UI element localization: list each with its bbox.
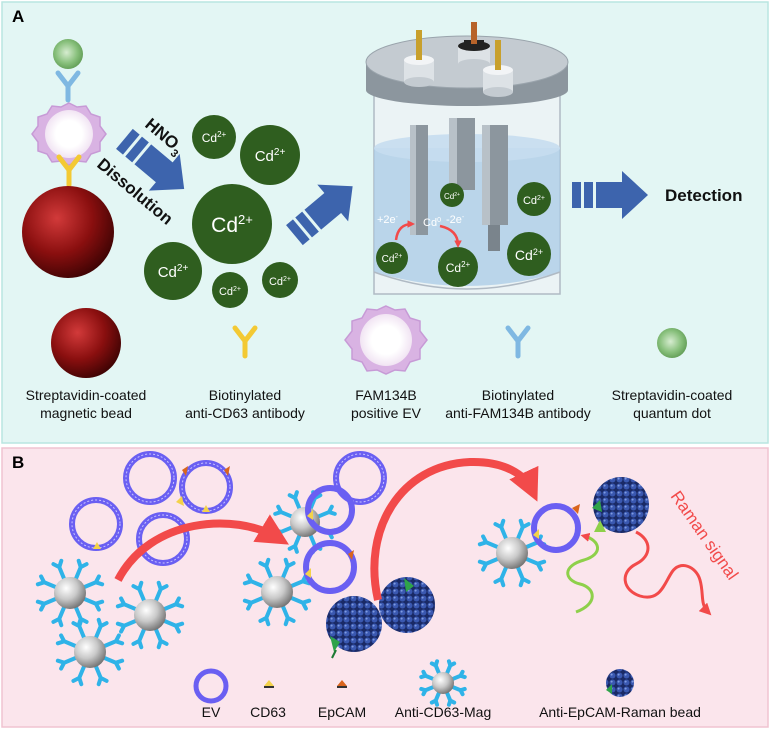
legend-cd63-icon [264, 680, 274, 688]
ev-ring [303, 540, 357, 594]
label-arrow [370, 457, 539, 601]
excitation-wave-head [594, 520, 606, 532]
transfer-arrow [286, 184, 353, 246]
cd-ion: Cd2+ [262, 262, 298, 298]
svg-text:Cd2+: Cd2+ [446, 260, 471, 275]
raman-wave [623, 530, 712, 616]
electron-loss-label: -2e- [446, 214, 465, 226]
magnetic-bead-icon [22, 186, 114, 278]
svg-text:Cd2+: Cd2+ [158, 263, 189, 281]
quantum-dot-icon [53, 39, 83, 69]
raman-tag [592, 500, 602, 512]
anti-cd63-mag-bead [242, 557, 312, 627]
cd-ion: Cd2+ [507, 232, 551, 276]
cd63-marker [307, 510, 313, 520]
legend-epcam-icon [337, 680, 347, 688]
final-complex-ev [531, 503, 581, 553]
raman-tag [330, 636, 340, 659]
dissolution-arrow [116, 128, 185, 191]
cd-ion: Cd2+ [240, 125, 300, 185]
anti-cd63-mag-bead [115, 580, 185, 650]
sandwich-complex [22, 39, 114, 278]
ev-ring [305, 485, 355, 535]
ev-icon [31, 102, 107, 166]
legend-ev-icon [344, 305, 428, 375]
cd-ion: Cd2+ [376, 242, 408, 274]
epcam-marker [224, 466, 230, 476]
cd-ion-cluster: Cd2+ Cd2+ Cd2+ Cd2+ Cd2+ Cd2+ [144, 115, 300, 308]
oxidation-arrow [439, 224, 462, 248]
cd-ion: Cd2+ [517, 182, 551, 216]
detection-arrow [572, 171, 648, 219]
epcam-marker [348, 550, 354, 560]
electron-gain-label: +2e- [377, 214, 399, 226]
svg-text:Cd2+: Cd2+ [219, 286, 241, 298]
cd-ion: Cd2+ [440, 183, 464, 207]
panel-b-label: B [12, 453, 24, 472]
cd63-marker [202, 505, 210, 512]
fam134b-antibody-icon [55, 70, 81, 103]
excitation-wave [566, 532, 599, 614]
legend-raman-bead-icon [606, 669, 634, 697]
legend-cd63-antibody-icon [232, 325, 258, 359]
svg-text:Cd2+: Cd2+ [382, 253, 403, 265]
capture-arrow [114, 514, 289, 582]
cd-ion: Cd2+ [144, 242, 202, 300]
svg-text:Cd2+: Cd2+ [269, 276, 291, 288]
legend-ev-label: EV [202, 704, 221, 720]
legend-mag-label: Anti-CD63-Mag [395, 704, 491, 720]
cd63-marker [176, 496, 184, 506]
cd63-marker [305, 568, 311, 578]
svg-text:Cd2+: Cd2+ [255, 147, 286, 165]
detection-label: Detection [665, 186, 742, 205]
electrochemical-cell: Cd2+ Cd2+ Cd2+ Cd2+ Cd2+ +2e- Cd0 -2e- [365, 22, 569, 295]
svg-text:Cd2+: Cd2+ [444, 192, 460, 201]
raman-tag [404, 578, 414, 592]
raman-bead [379, 577, 435, 633]
anti-cd63-mag-bead [419, 659, 467, 707]
raman-bead [593, 477, 649, 533]
cd-ion: Cd2+ [192, 184, 272, 264]
epcam-marker [182, 466, 188, 476]
svg-text:Cd2+: Cd2+ [515, 247, 543, 263]
anti-cd63-mag-bead [35, 558, 105, 628]
cd-ion: Cd2+ [438, 247, 478, 287]
legend-fam134b-antibody-icon [505, 325, 531, 359]
anti-cd63-mag-bead [55, 617, 125, 687]
cd-ion: Cd2+ [192, 115, 236, 159]
cd63-marker [93, 542, 101, 549]
captured-ev-group [303, 485, 357, 594]
panel-a-label: A [12, 7, 24, 26]
svg-text:Cd2+: Cd2+ [211, 212, 253, 237]
legend-epcam-label: EpCAM [318, 704, 366, 720]
cd63-antibody-icon [56, 154, 82, 188]
svg-text:Cd2+: Cd2+ [202, 130, 227, 145]
cd-metal-label: Cd0 [423, 217, 441, 229]
panel-b-legend: EV CD63 EpCAM Anti-CD63-Mag Anti-EpCAM-R… [193, 659, 701, 720]
svg-text:Cd2+: Cd2+ [523, 195, 545, 207]
raman-bead [326, 596, 382, 652]
legend-mag-bead-icon [419, 659, 467, 707]
panel-b-background [1, 447, 769, 728]
legend-ev-ring-icon [193, 668, 229, 704]
legend-magnetic-bead-icon [51, 308, 121, 378]
legend-cd63-label: CD63 [250, 704, 286, 720]
legend-raman-bead-label: Anti-EpCAM-Raman bead [539, 704, 701, 720]
reduction-arrow [394, 220, 415, 241]
cd-ion: Cd2+ [212, 272, 248, 308]
legend-quantum-dot-icon [657, 328, 687, 358]
